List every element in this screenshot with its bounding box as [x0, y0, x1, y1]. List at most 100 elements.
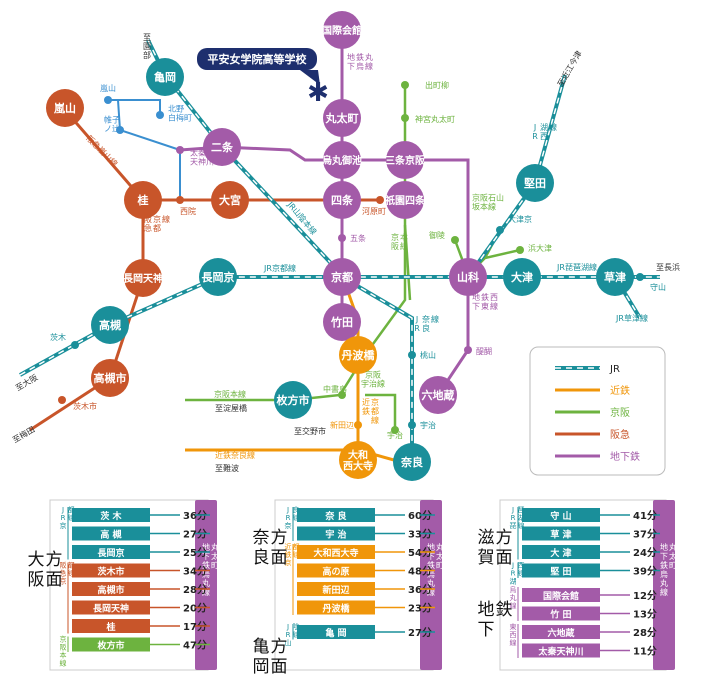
svg-text:京: 京 — [60, 577, 67, 586]
station-shijo: 四条 — [323, 181, 361, 219]
svg-text:茨木市: 茨木市 — [97, 566, 124, 578]
svg-text:丸: 丸 — [427, 578, 435, 588]
svg-text:線: 線 — [400, 241, 408, 251]
svg-text:烏: 烏 — [427, 569, 435, 579]
svg-text:至交野市: 至交野市 — [294, 426, 326, 436]
svg-text:高槻: 高槻 — [99, 318, 121, 332]
svg-text:R: R — [286, 514, 291, 522]
station-kameoka: 亀岡 — [146, 58, 184, 96]
svg-text:竹田: 竹田 — [330, 315, 353, 329]
svg-text:四条: 四条 — [331, 193, 354, 207]
svg-text:J: J — [511, 562, 514, 570]
stop-katabiranotsuji: 帷子ノ辻 — [104, 115, 124, 134]
svg-text:阪: 阪 — [391, 242, 399, 251]
svg-text:烏: 烏 — [660, 569, 668, 579]
svg-text:地: 地 — [478, 600, 495, 620]
svg-text:帷子ノ辻: 帷子ノ辻 — [104, 115, 120, 134]
station-nijo: 二条 — [203, 128, 241, 166]
svg-text:浜大津: 浜大津 — [528, 243, 552, 253]
svg-text:11分: 11分 — [633, 645, 657, 658]
svg-text:都: 都 — [153, 224, 161, 233]
legend-item-jr: JR — [555, 364, 620, 375]
station-karasuma-oike: 烏丸御池 — [322, 141, 362, 179]
randen-lines — [108, 99, 181, 200]
stop-arashiyama-small: 嵐山 — [100, 83, 116, 104]
svg-text:長岡天神: 長岡天神 — [123, 272, 163, 285]
svg-text:方: 方 — [271, 528, 288, 548]
svg-text:下: 下 — [202, 552, 210, 561]
svg-text:琶: 琶 — [518, 506, 525, 514]
stop-momoyama: 桃山 — [408, 350, 436, 360]
svg-text:鉄: 鉄 — [660, 560, 668, 570]
svg-text:39分: 39分 — [633, 565, 657, 578]
svg-text:地: 地 — [202, 542, 210, 552]
line-label-kosei: 至近江今津 — [555, 49, 584, 89]
svg-text:太: 太 — [436, 551, 444, 561]
line-label-keihan-uji: 京阪宇治線 — [361, 370, 385, 389]
svg-text:近鉄奈良線: 近鉄奈良線 — [215, 450, 255, 460]
svg-text:線: 線 — [293, 513, 300, 522]
svg-text:地: 地 — [427, 542, 435, 552]
svg-text:西: 西 — [510, 631, 517, 639]
svg-text:面: 面 — [271, 657, 288, 677]
station-marutamachi: 丸太町 — [323, 99, 361, 137]
svg-text:線: 線 — [490, 301, 498, 311]
svg-text:山: 山 — [285, 638, 292, 647]
stop-ibarakishi: 茨木市 — [58, 396, 97, 411]
legend-item-keihan: 京阪 — [555, 406, 630, 419]
svg-text:下: 下 — [472, 302, 480, 311]
svg-text:宇 治: 宇 治 — [325, 529, 346, 541]
svg-text:都: 都 — [68, 562, 75, 570]
svg-text:線: 線 — [371, 415, 379, 425]
svg-text:J: J — [415, 315, 418, 324]
svg-text:奈 良: 奈 良 — [324, 510, 346, 522]
svg-text:至難波: 至難波 — [215, 463, 239, 473]
svg-text:R: R — [511, 570, 516, 578]
svg-text:嵐山: 嵐山 — [100, 83, 116, 93]
line-label-nagahama: 至長浜 — [656, 262, 680, 272]
station-gion-shijo: 祇園四条 — [384, 181, 426, 219]
svg-text:至淀屋橋: 至淀屋橋 — [215, 403, 247, 413]
svg-text:二条: 二条 — [211, 140, 234, 154]
svg-text:丸: 丸 — [365, 52, 373, 62]
line-label-keihan-ishiyama: 京阪石山坂本線 — [472, 193, 504, 212]
region-title: 地下鉄 — [478, 600, 513, 640]
svg-text:丸: 丸 — [202, 578, 210, 588]
line-label-keihan-honsen: 京阪本線 — [391, 232, 408, 251]
svg-text:奈: 奈 — [253, 528, 270, 548]
svg-text:京: 京 — [60, 635, 67, 644]
svg-text:地: 地 — [347, 52, 355, 62]
svg-text:守 山: 守 山 — [550, 510, 571, 522]
svg-text:鉄: 鉄 — [496, 600, 513, 620]
svg-text:茨木: 茨木 — [50, 332, 66, 342]
svg-text:線: 線 — [202, 587, 210, 597]
svg-text:R: R — [414, 324, 420, 333]
stations-layer: 国際会館丸太町烏丸御池三条京阪四条祇園四条京都竹田丹波橋大和西大寺奈良枚方市六地… — [46, 11, 634, 481]
svg-text:北野白梅町: 北野白梅町 — [168, 105, 192, 123]
stop-otsukyo: 大津京 — [496, 214, 532, 234]
station-takatsuki: 高槻 — [91, 306, 129, 344]
svg-text:奈: 奈 — [422, 314, 430, 324]
svg-text:高槻市: 高槻市 — [97, 584, 124, 596]
station-takatsukishi: 高槻市 — [91, 359, 129, 397]
svg-text:面: 面 — [46, 570, 63, 590]
station-hirakatashi: 枚方市 — [274, 381, 312, 419]
svg-text:京: 京 — [391, 232, 399, 242]
svg-text:良: 良 — [293, 505, 300, 514]
station-yamato-saidaiji: 大和西大寺 — [339, 441, 377, 479]
svg-text:新田辺: 新田辺 — [322, 584, 349, 596]
svg-text:線: 線 — [518, 521, 525, 530]
svg-text:茨木市: 茨木市 — [73, 401, 97, 411]
